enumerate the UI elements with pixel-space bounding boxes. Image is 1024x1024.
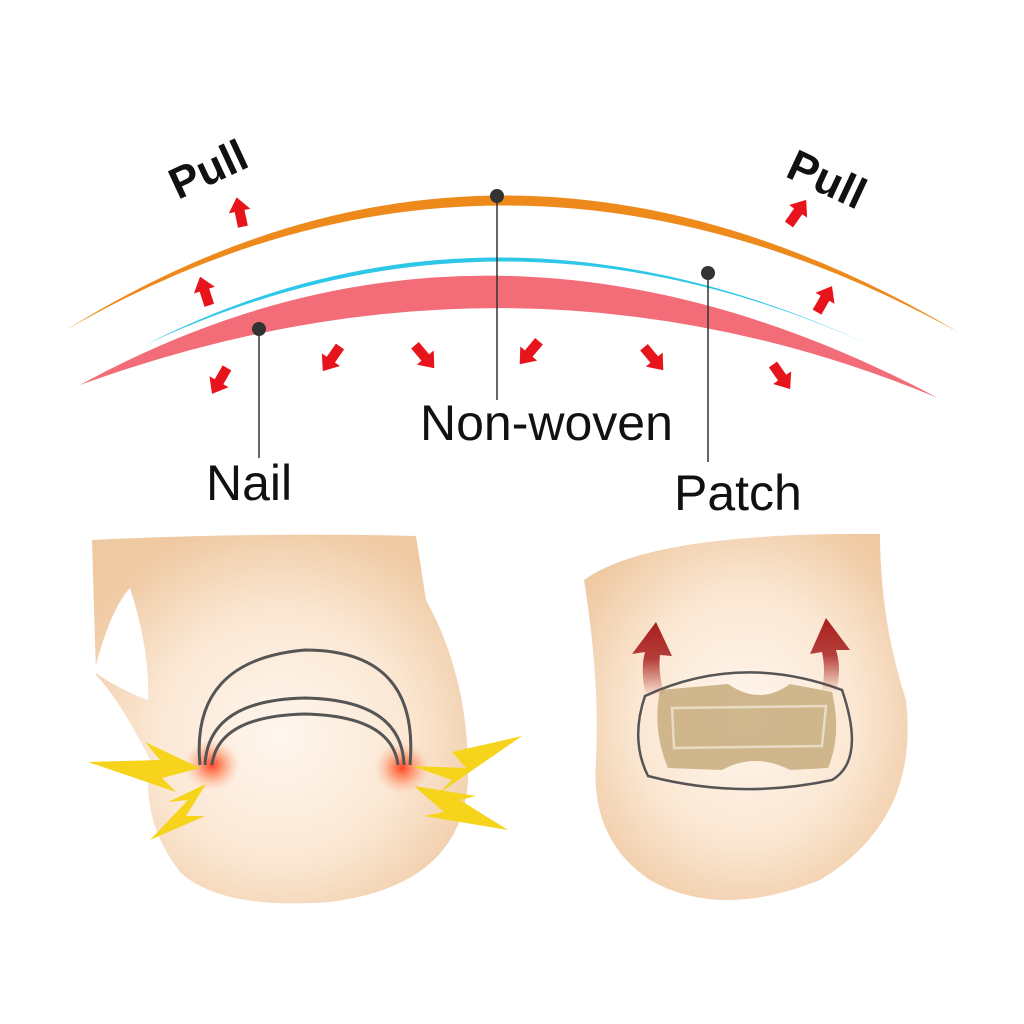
non-woven-label: Non-woven bbox=[420, 395, 673, 451]
left-nail-inner-2 bbox=[210, 712, 400, 766]
pain-glow-right bbox=[374, 742, 430, 794]
left-toe-skin bbox=[92, 534, 469, 904]
non-woven-layer bbox=[66, 195, 958, 332]
nail-pointer-dot bbox=[252, 322, 266, 336]
press-arrow-icon bbox=[313, 340, 350, 378]
pull-arrow-icon bbox=[779, 193, 816, 231]
press-arrow-icon bbox=[635, 340, 672, 378]
lightning-bolt-icon bbox=[150, 784, 206, 840]
nail-label: Nail bbox=[206, 455, 292, 511]
nail-layer bbox=[80, 275, 938, 398]
pull-label-left: Pull bbox=[162, 131, 256, 210]
corrected-toe-illustration bbox=[584, 533, 908, 900]
cross-section: Pull Pull Non-woven Nail Patch bbox=[66, 131, 958, 521]
nail-patch bbox=[657, 684, 837, 770]
left-nail-outline bbox=[197, 648, 413, 766]
lightning-bolt-icon bbox=[414, 786, 508, 830]
ingrown-toe-illustration bbox=[88, 534, 522, 904]
press-arrow-icon bbox=[202, 362, 237, 400]
patch-pointer-dot bbox=[701, 266, 715, 280]
lightning-bolt-icon bbox=[412, 736, 522, 794]
press-arrow-icon bbox=[406, 338, 443, 376]
non-woven-pointer-dot bbox=[490, 189, 504, 203]
pull-arrow-icon bbox=[807, 280, 842, 318]
right-nail-outline bbox=[637, 671, 854, 791]
curved-up-arrow-icon bbox=[810, 618, 850, 692]
left-toe-notch bbox=[94, 588, 149, 700]
press-arrow-icon bbox=[511, 334, 548, 372]
left-nail-inner-1 bbox=[203, 696, 406, 766]
curved-up-arrow-icon bbox=[632, 622, 672, 696]
lightning-bolt-icon bbox=[88, 742, 200, 792]
press-arrow-icon bbox=[763, 358, 800, 396]
patch-layer bbox=[145, 257, 870, 345]
nail-patch-inner bbox=[670, 704, 828, 750]
pull-arrow-icon bbox=[189, 273, 220, 309]
pull-arrow-icon bbox=[225, 195, 254, 229]
patch-label: Patch bbox=[674, 465, 802, 521]
